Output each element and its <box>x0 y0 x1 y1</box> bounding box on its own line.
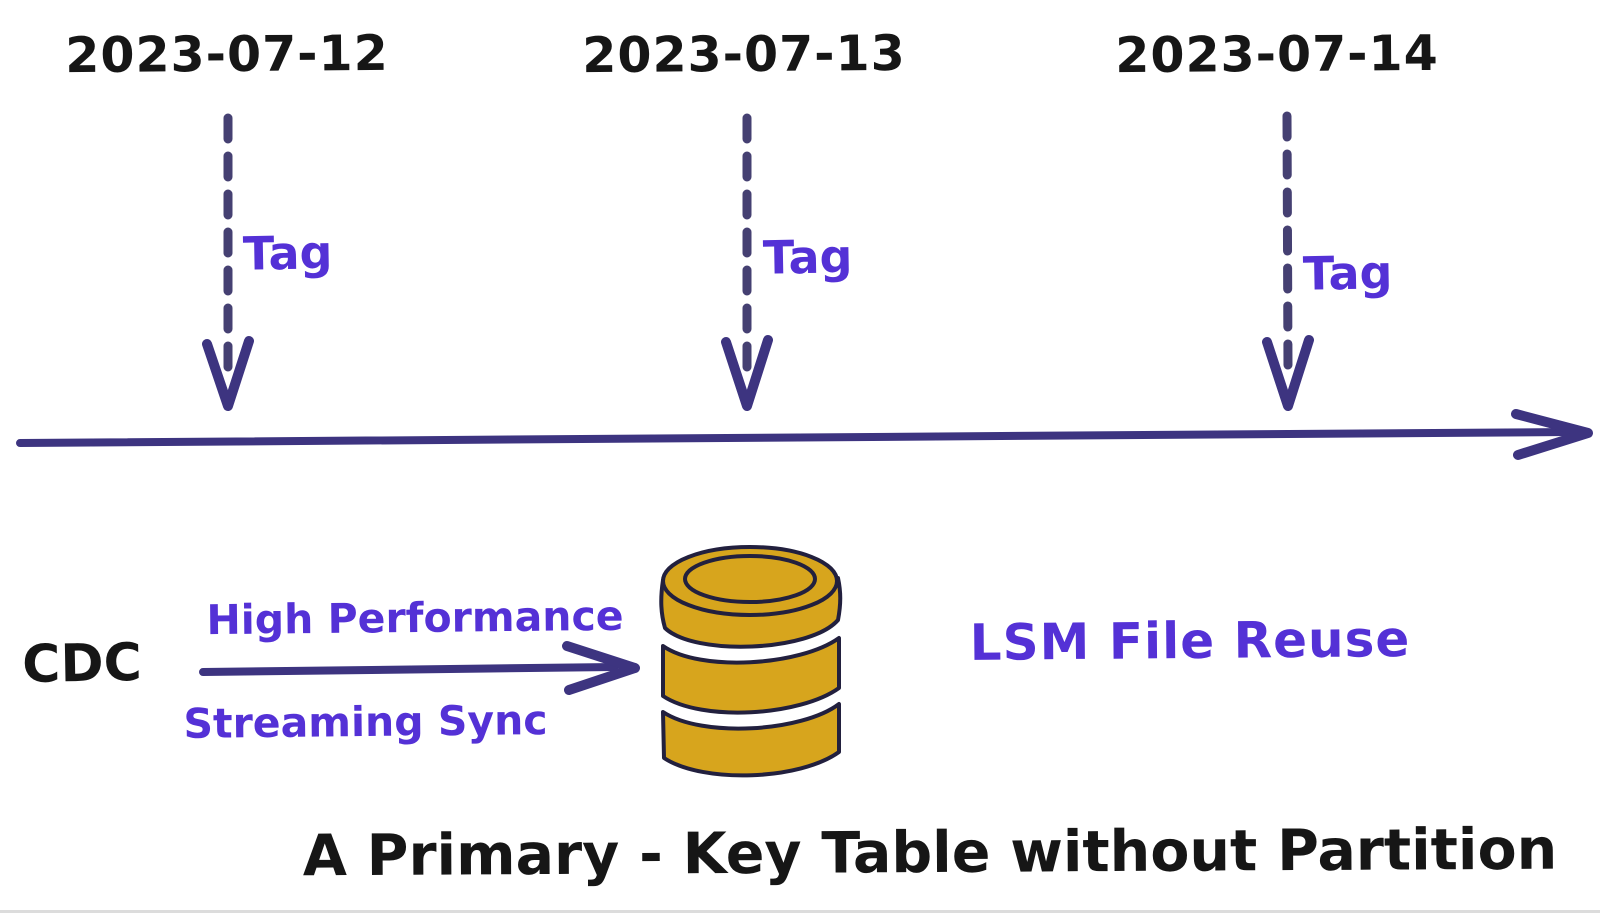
event-date: 2023-07-14 <box>1115 24 1439 85</box>
dashed-down-arrow-icon <box>202 113 254 411</box>
dashed-down-arrow-icon <box>1262 111 1314 411</box>
timeline-arrow-icon <box>16 409 1593 460</box>
database-icon <box>659 545 843 778</box>
event-date: 2023-07-12 <box>65 24 389 85</box>
diagram-caption: A Primary - Key Table without Partition <box>302 816 1558 890</box>
tag-label: Tag <box>762 229 853 285</box>
dashed-down-arrow-icon <box>721 113 773 411</box>
lsm-result-label: LSM File Reuse <box>969 610 1411 672</box>
sync-arrow-icon <box>199 641 640 695</box>
event-date: 2023-07-13 <box>582 24 906 85</box>
cdc-source-label: CDC <box>21 632 143 696</box>
sync-arrow-bottom-label: Streaming Sync <box>183 696 548 748</box>
tag-label: Tag <box>242 225 333 281</box>
tag-label: Tag <box>1302 245 1393 301</box>
